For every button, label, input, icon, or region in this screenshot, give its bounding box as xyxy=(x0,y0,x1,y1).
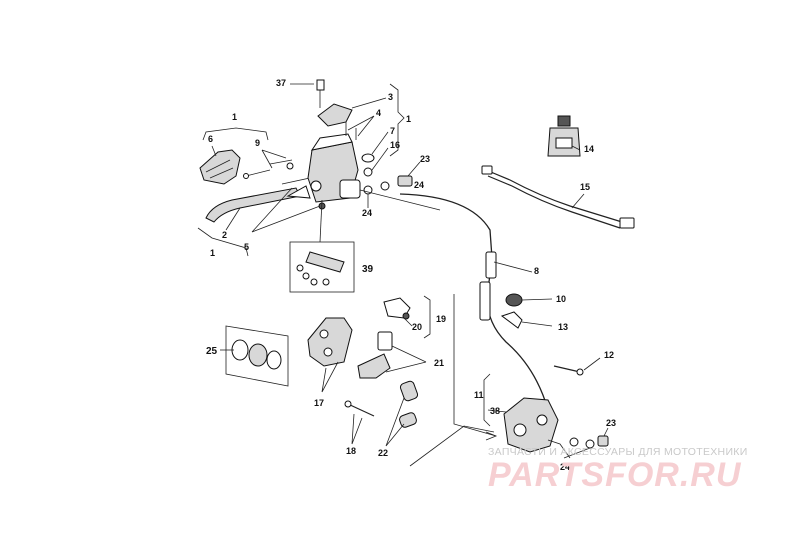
seal-kit-part-39 xyxy=(289,199,355,293)
screw-part-9b xyxy=(269,159,293,165)
banjo-fittings-top xyxy=(359,175,441,211)
callout-labels: 37 3 1 4 7 16 23 24 24 1 6 9 2 5 1 39 14… xyxy=(206,78,616,472)
label-24-top-right: 24 xyxy=(414,180,424,190)
label-19: 19 xyxy=(436,314,446,324)
watermark: ЗАПЧАСТИ И АКСЕССУАРЫ ДЛЯ МОТОТЕХНИКИ PA… xyxy=(488,446,748,494)
label-4: 4 xyxy=(376,108,381,118)
label-9: 9 xyxy=(255,138,260,148)
label-7: 7 xyxy=(390,126,395,136)
label-38: 38 xyxy=(490,406,500,416)
screw-part-9a xyxy=(245,169,271,177)
label-25: 25 xyxy=(206,346,218,357)
sensor-cable-part-15 xyxy=(485,169,623,223)
bushings-part-22 xyxy=(385,380,419,447)
label-8: 8 xyxy=(534,266,539,276)
label-12: 12 xyxy=(604,350,614,360)
lever-part-2 xyxy=(205,187,301,223)
label-1-bottom: 1 xyxy=(210,248,215,258)
label-15: 15 xyxy=(580,182,590,192)
washer-part-16 xyxy=(363,167,373,177)
bolt-part-37 xyxy=(316,79,325,91)
label-11: 11 xyxy=(474,390,484,400)
cap-part-7 xyxy=(361,153,375,163)
watermark-logo: PARTSFOR.RU xyxy=(488,456,742,494)
brake-hose-part-8 xyxy=(399,193,549,411)
label-5: 5 xyxy=(244,242,249,252)
label-1-top: 1 xyxy=(406,114,411,124)
label-6: 6 xyxy=(208,134,213,144)
brake-lever-group xyxy=(197,127,326,257)
label-37: 37 xyxy=(276,78,286,88)
label-2: 2 xyxy=(222,230,227,240)
label-23-top: 23 xyxy=(420,154,430,164)
label-13: 13 xyxy=(558,322,568,332)
nut-and-clip-part-10-13 xyxy=(500,293,553,329)
label-24-top-left: 24 xyxy=(362,208,372,218)
label-1-lever: 1 xyxy=(232,112,237,122)
master-cylinder xyxy=(307,79,405,203)
label-16: 16 xyxy=(390,140,400,150)
label-23-bottom: 23 xyxy=(606,418,616,428)
pad-clips-part-19-21 xyxy=(357,295,431,379)
label-14: 14 xyxy=(584,144,594,154)
label-3: 3 xyxy=(388,92,393,102)
watermark-tagline: ЗАПЧАСТИ И АКСЕССУАРЫ ДЛЯ МОТОТЕХНИКИ xyxy=(488,446,748,458)
label-17: 17 xyxy=(314,398,324,408)
label-21: 21 xyxy=(434,358,444,368)
label-39: 39 xyxy=(362,264,374,275)
label-18: 18 xyxy=(346,446,356,456)
brake-caliper-part-11 xyxy=(483,373,559,453)
label-20: 20 xyxy=(412,322,422,332)
clamp-plate-part-3 xyxy=(317,103,353,127)
lever-guard-part-6 xyxy=(199,149,241,185)
piston-kit-part-25 xyxy=(225,325,289,387)
label-10: 10 xyxy=(556,294,566,304)
pins-part-18 xyxy=(344,400,375,445)
bolt-part-12 xyxy=(553,365,581,373)
label-22: 22 xyxy=(378,448,388,458)
bracket-plate-part-17 xyxy=(307,317,353,393)
label-24-bottom: 24 xyxy=(560,462,570,472)
brake-fluid-bottle-part-14 xyxy=(547,115,581,157)
